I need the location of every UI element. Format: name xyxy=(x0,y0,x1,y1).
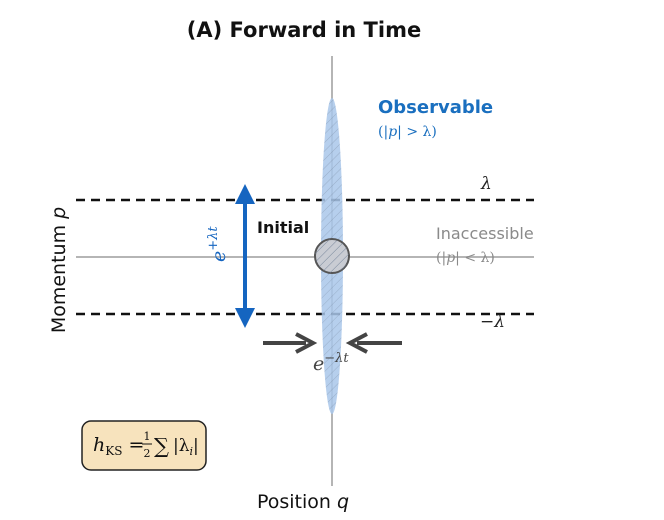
svg-text:1: 1 xyxy=(144,430,151,443)
ks-entropy-formula: hKS = 1 2 ∑ |λi| xyxy=(93,430,199,460)
observable-condition: (|p| > λ) xyxy=(378,124,437,140)
x-axis-label: Position q xyxy=(257,491,349,513)
svg-text:hKS =: hKS = xyxy=(93,434,144,458)
title: (A) Forward in Time xyxy=(187,18,421,42)
upper-lambda-label: λ xyxy=(480,174,492,194)
lower-lambda-label: −λ xyxy=(480,312,505,332)
contraction-rate-label: e−λt xyxy=(313,351,349,375)
svg-text:2: 2 xyxy=(144,447,151,460)
contraction-arrow-right xyxy=(345,332,402,354)
expansion-rate-label: e+λt xyxy=(206,226,230,262)
initial-circle-hatch xyxy=(315,239,349,273)
y-axis-label: Momentum p xyxy=(48,207,70,333)
inaccessible-title: Inaccessible xyxy=(436,224,534,243)
svg-text:|λi|: |λi| xyxy=(173,436,199,458)
formula-box xyxy=(81,420,207,471)
svg-text:∑: ∑ xyxy=(154,434,169,458)
contraction-arrow-left xyxy=(263,332,318,354)
observable-title: Observable xyxy=(378,97,493,118)
inaccessible-condition: (|p| < λ) xyxy=(436,250,495,266)
initial-label: Initial xyxy=(257,218,309,237)
